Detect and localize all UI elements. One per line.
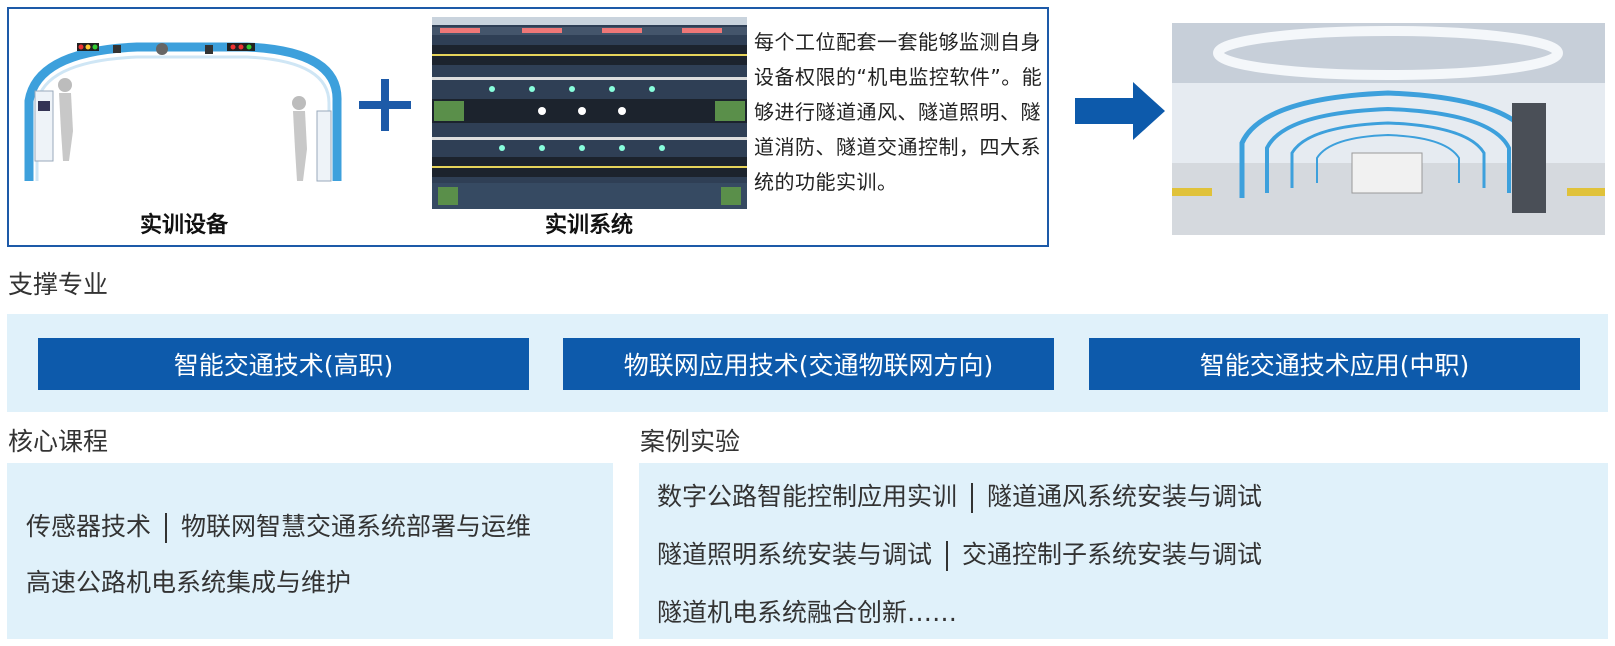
- support-majors-band: 智能交通技术(高职) 物联网应用技术(交通物联网方向) 智能交通技术应用(中职): [7, 314, 1608, 412]
- major-badge: 物联网应用技术(交通物联网方向): [563, 338, 1054, 390]
- case-item: 数字公路智能控制应用实训: [657, 482, 958, 511]
- case-line: 隧道照明系统安装与调试交通控制子系统安装与调试: [657, 535, 1262, 571]
- separator: [946, 541, 949, 571]
- case-line: 隧道机电系统融合创新……: [657, 593, 957, 629]
- case-experiments-title: 案例实验: [640, 427, 741, 456]
- arrow-right-icon: [1075, 82, 1165, 140]
- case-item: 交通控制子系统安装与调试: [962, 540, 1263, 569]
- core-courses-title: 核心课程: [8, 427, 109, 456]
- training-overview-box: 实训设备 实训系统 每个工位配套一套能够监测自身设备权限的“机电监控软件”。能够…: [7, 7, 1049, 247]
- equipment-caption: 实训设备: [139, 213, 228, 238]
- major-badge: 智能交通技术(高职): [38, 338, 529, 390]
- core-courses-panel: 传感器技术物联网智慧交通系统部署与运维 高速公路机电系统集成与维护: [7, 463, 613, 639]
- core-course-line: 传感器技术物联网智慧交通系统部署与运维: [26, 507, 531, 543]
- training-room-photo: [1172, 23, 1605, 235]
- system-caption: 实训系统: [544, 213, 633, 238]
- separator: [971, 483, 974, 513]
- course-item: 高速公路机电系统集成与维护: [26, 568, 352, 597]
- plus-icon: [359, 79, 411, 131]
- course-item: 传感器技术: [26, 512, 152, 541]
- monitoring-software-screenshot: [432, 17, 747, 209]
- major-badge: 智能交通技术应用(中职): [1089, 338, 1580, 390]
- case-item: 隧道照明系统安装与调试: [657, 540, 933, 569]
- case-experiments-panel: 数字公路智能控制应用实训隧道通风系统安装与调试 隧道照明系统安装与调试交通控制子…: [639, 463, 1608, 639]
- case-item: 隧道通风系统安装与调试: [987, 482, 1263, 511]
- case-line: 数字公路智能控制应用实训隧道通风系统安装与调试: [657, 477, 1262, 513]
- separator: [165, 513, 168, 543]
- case-item: 隧道机电系统融合创新……: [657, 598, 958, 627]
- course-item: 物联网智慧交通系统部署与运维: [181, 512, 532, 541]
- software-description: 每个工位配套一套能够监测自身设备权限的“机电监控软件”。能够进行隧道通风、隧道照…: [754, 30, 1043, 194]
- core-course-line: 高速公路机电系统集成与维护: [26, 563, 351, 599]
- support-majors-title: 支撑专业: [8, 270, 109, 299]
- training-equipment-image: [24, 42, 342, 182]
